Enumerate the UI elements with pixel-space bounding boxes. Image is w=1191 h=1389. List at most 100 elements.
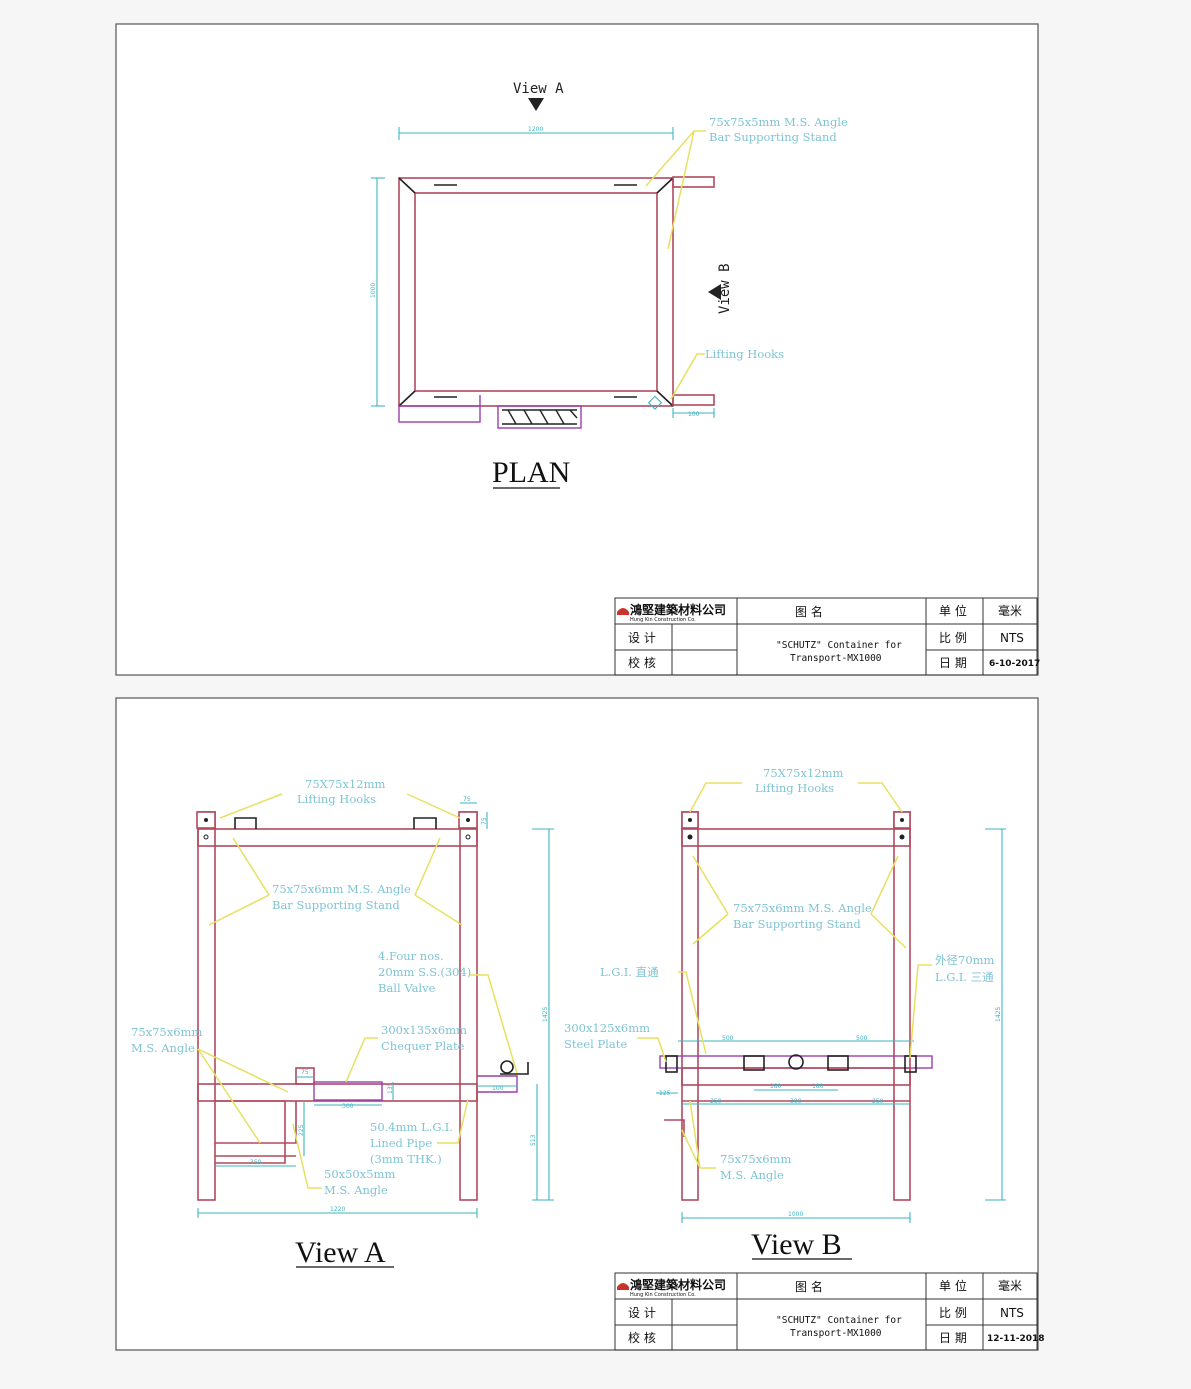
svg-text:75x75x6mm M.S. Angle: 75x75x6mm M.S. Angle: [272, 882, 411, 896]
svg-text:Bar Supporting Stand: Bar Supporting Stand: [709, 130, 837, 144]
svg-text:500: 500: [722, 1035, 734, 1042]
view-b-title: View B: [751, 1228, 842, 1261]
svg-text:300: 300: [790, 1098, 802, 1105]
svg-text:50.4mm L.G.I.: 50.4mm L.G.I.: [370, 1120, 453, 1134]
svg-text:75x75x5mm M.S. Angle: 75x75x5mm M.S. Angle: [709, 115, 848, 129]
svg-text:250: 250: [872, 1098, 884, 1105]
svg-text:Lifting Hooks: Lifting Hooks: [297, 792, 376, 806]
svg-text:75x75x6mm M.S. Angle: 75x75x6mm M.S. Angle: [733, 901, 872, 915]
company-name: 鴻堅建築材料公司: [630, 602, 726, 617]
svg-text:Lifting Hooks: Lifting Hooks: [705, 347, 784, 361]
svg-text:Steel Plate: Steel Plate: [564, 1037, 627, 1051]
svg-text:比 例: 比 例: [939, 631, 967, 645]
svg-text:Lifting Hooks: Lifting Hooks: [755, 781, 834, 795]
svg-text:75: 75: [481, 817, 488, 825]
svg-text:75X75x12mm: 75X75x12mm: [763, 766, 843, 780]
svg-text:250: 250: [710, 1098, 722, 1105]
svg-text:6-10-2017: 6-10-2017: [989, 659, 1040, 669]
sheet-1-frame: [115, 23, 1039, 676]
svg-text:4.Four nos.: 4.Four nos.: [378, 949, 444, 963]
company-name-en: Hung Kin Construction Co.: [630, 1292, 696, 1298]
svg-text:135: 135: [387, 1082, 394, 1094]
svg-text:Bar Supporting Stand: Bar Supporting Stand: [272, 898, 400, 912]
plan-width-label: 1200: [528, 126, 543, 133]
sheet-plan: View A View B 1200 1000: [115, 23, 1040, 676]
sheet-views: 1220 1425 513 75 75 300 75 135 350 225 1…: [115, 697, 1045, 1351]
svg-text:日 期: 日 期: [939, 1331, 967, 1345]
company-name: 鴻堅建築材料公司: [630, 1277, 726, 1292]
plan-title: PLAN: [492, 456, 570, 489]
svg-text:设 计: 设 计: [628, 1306, 656, 1320]
title-block-2: 鴻堅建築材料公司 Hung Kin Construction Co. 图 名 单…: [614, 1272, 1045, 1351]
svg-text:单 位: 单 位: [939, 1278, 967, 1293]
view-b-marker: View B: [717, 263, 733, 314]
plan-hook-plates: 100: [647, 176, 715, 418]
svg-text:毫米: 毫米: [998, 603, 1022, 618]
svg-text:毫米: 毫米: [998, 1278, 1022, 1293]
plan-note-lifting-hooks: Lifting Hooks: [670, 347, 784, 400]
svg-text:图 名: 图 名: [795, 1279, 823, 1294]
svg-text:M.S. Angle: M.S. Angle: [324, 1183, 388, 1197]
plan-height-label: 1000: [370, 283, 377, 298]
svg-text:1000: 1000: [788, 1211, 803, 1218]
svg-text:校 核: 校 核: [628, 1330, 656, 1345]
svg-text:513: 513: [530, 1134, 537, 1146]
view-a-drawing: [196, 811, 529, 1201]
svg-text:350: 350: [250, 1159, 262, 1166]
view-a-dimensions: 1220 1425 513 75 75 300 75 135 350 225 1…: [197, 796, 554, 1218]
svg-text:300x125x6mm: 300x125x6mm: [564, 1021, 650, 1035]
svg-text:225: 225: [298, 1124, 305, 1136]
svg-text:75x75x6mm: 75x75x6mm: [720, 1152, 791, 1166]
svg-text:75x75x6mm: 75x75x6mm: [131, 1025, 202, 1039]
view-a-notes: 75X75x12mm Lifting Hooks 75x75x6mm M.S. …: [131, 777, 518, 1197]
svg-text:M.S. Angle: M.S. Angle: [720, 1168, 784, 1182]
svg-text:12-11-2018: 12-11-2018: [987, 1334, 1045, 1344]
view-a-arrow-icon: [528, 98, 544, 111]
svg-text:Chequer Plate: Chequer Plate: [381, 1039, 465, 1053]
svg-text:75: 75: [301, 1069, 309, 1076]
svg-text:日 期: 日 期: [939, 656, 967, 670]
svg-text:Transport-MX1000: Transport-MX1000: [790, 653, 882, 664]
svg-text:180: 180: [812, 1083, 824, 1090]
svg-text:300: 300: [342, 1103, 354, 1110]
svg-text:125: 125: [659, 1090, 671, 1097]
svg-text:75: 75: [463, 796, 471, 803]
svg-text:180: 180: [770, 1083, 782, 1090]
svg-text:设 计: 设 计: [628, 631, 656, 645]
plan-bottom-attachments: [398, 395, 582, 429]
svg-text:外径70mm: 外径70mm: [935, 953, 995, 967]
view-b-arrow-icon: [708, 284, 721, 300]
svg-text:Ball Valve: Ball Valve: [378, 981, 436, 995]
svg-text:NTS: NTS: [1000, 631, 1024, 645]
svg-text:比 例: 比 例: [939, 1306, 967, 1320]
svg-text:(3mm THK.): (3mm THK.): [370, 1152, 442, 1166]
plan-width-dimension: 1200: [398, 126, 674, 140]
svg-text:"SCHUTZ" Container for: "SCHUTZ" Container for: [776, 1315, 902, 1326]
view-a-marker: View A: [513, 81, 564, 97]
view-b-dimensions: 1000 1425 500 500 180 180 250 300 250 12…: [656, 828, 1006, 1223]
svg-text:20mm S.S.(304): 20mm S.S.(304): [378, 965, 471, 979]
plan-hook-dim-label: 100: [688, 411, 700, 418]
view-b-notes: 75X75x12mm Lifting Hooks 75x75x6mm M.S. …: [564, 766, 995, 1182]
svg-text:50x50x5mm: 50x50x5mm: [324, 1167, 395, 1181]
svg-text:75X75x12mm: 75X75x12mm: [305, 777, 385, 791]
svg-text:L.G.I. 直通: L.G.I. 直通: [600, 965, 659, 979]
title-block-1: 鴻堅建築材料公司 Hung Kin Construction Co. 图 名 单…: [614, 597, 1040, 676]
svg-text:100: 100: [492, 1085, 504, 1092]
svg-text:300x135x6mm: 300x135x6mm: [381, 1023, 467, 1037]
company-name-en: Hung Kin Construction Co.: [630, 617, 696, 623]
svg-text:M.S. Angle: M.S. Angle: [131, 1041, 195, 1055]
plan-note-angle-bar: 75x75x5mm M.S. Angle Bar Supporting Stan…: [645, 115, 848, 250]
svg-text:500: 500: [856, 1035, 868, 1042]
svg-text:Transport-MX1000: Transport-MX1000: [790, 1328, 882, 1339]
company-logo-icon: [617, 608, 629, 615]
svg-text:1425: 1425: [542, 1007, 549, 1022]
svg-text:单 位: 单 位: [939, 603, 967, 618]
svg-text:校 核: 校 核: [628, 655, 656, 670]
svg-text:NTS: NTS: [1000, 1306, 1024, 1320]
plan-height-dimension: 1000: [370, 177, 385, 407]
view-a-title: View A: [295, 1236, 386, 1269]
svg-text:1425: 1425: [995, 1007, 1002, 1022]
svg-text:L.G.I. 三通: L.G.I. 三通: [935, 970, 994, 984]
